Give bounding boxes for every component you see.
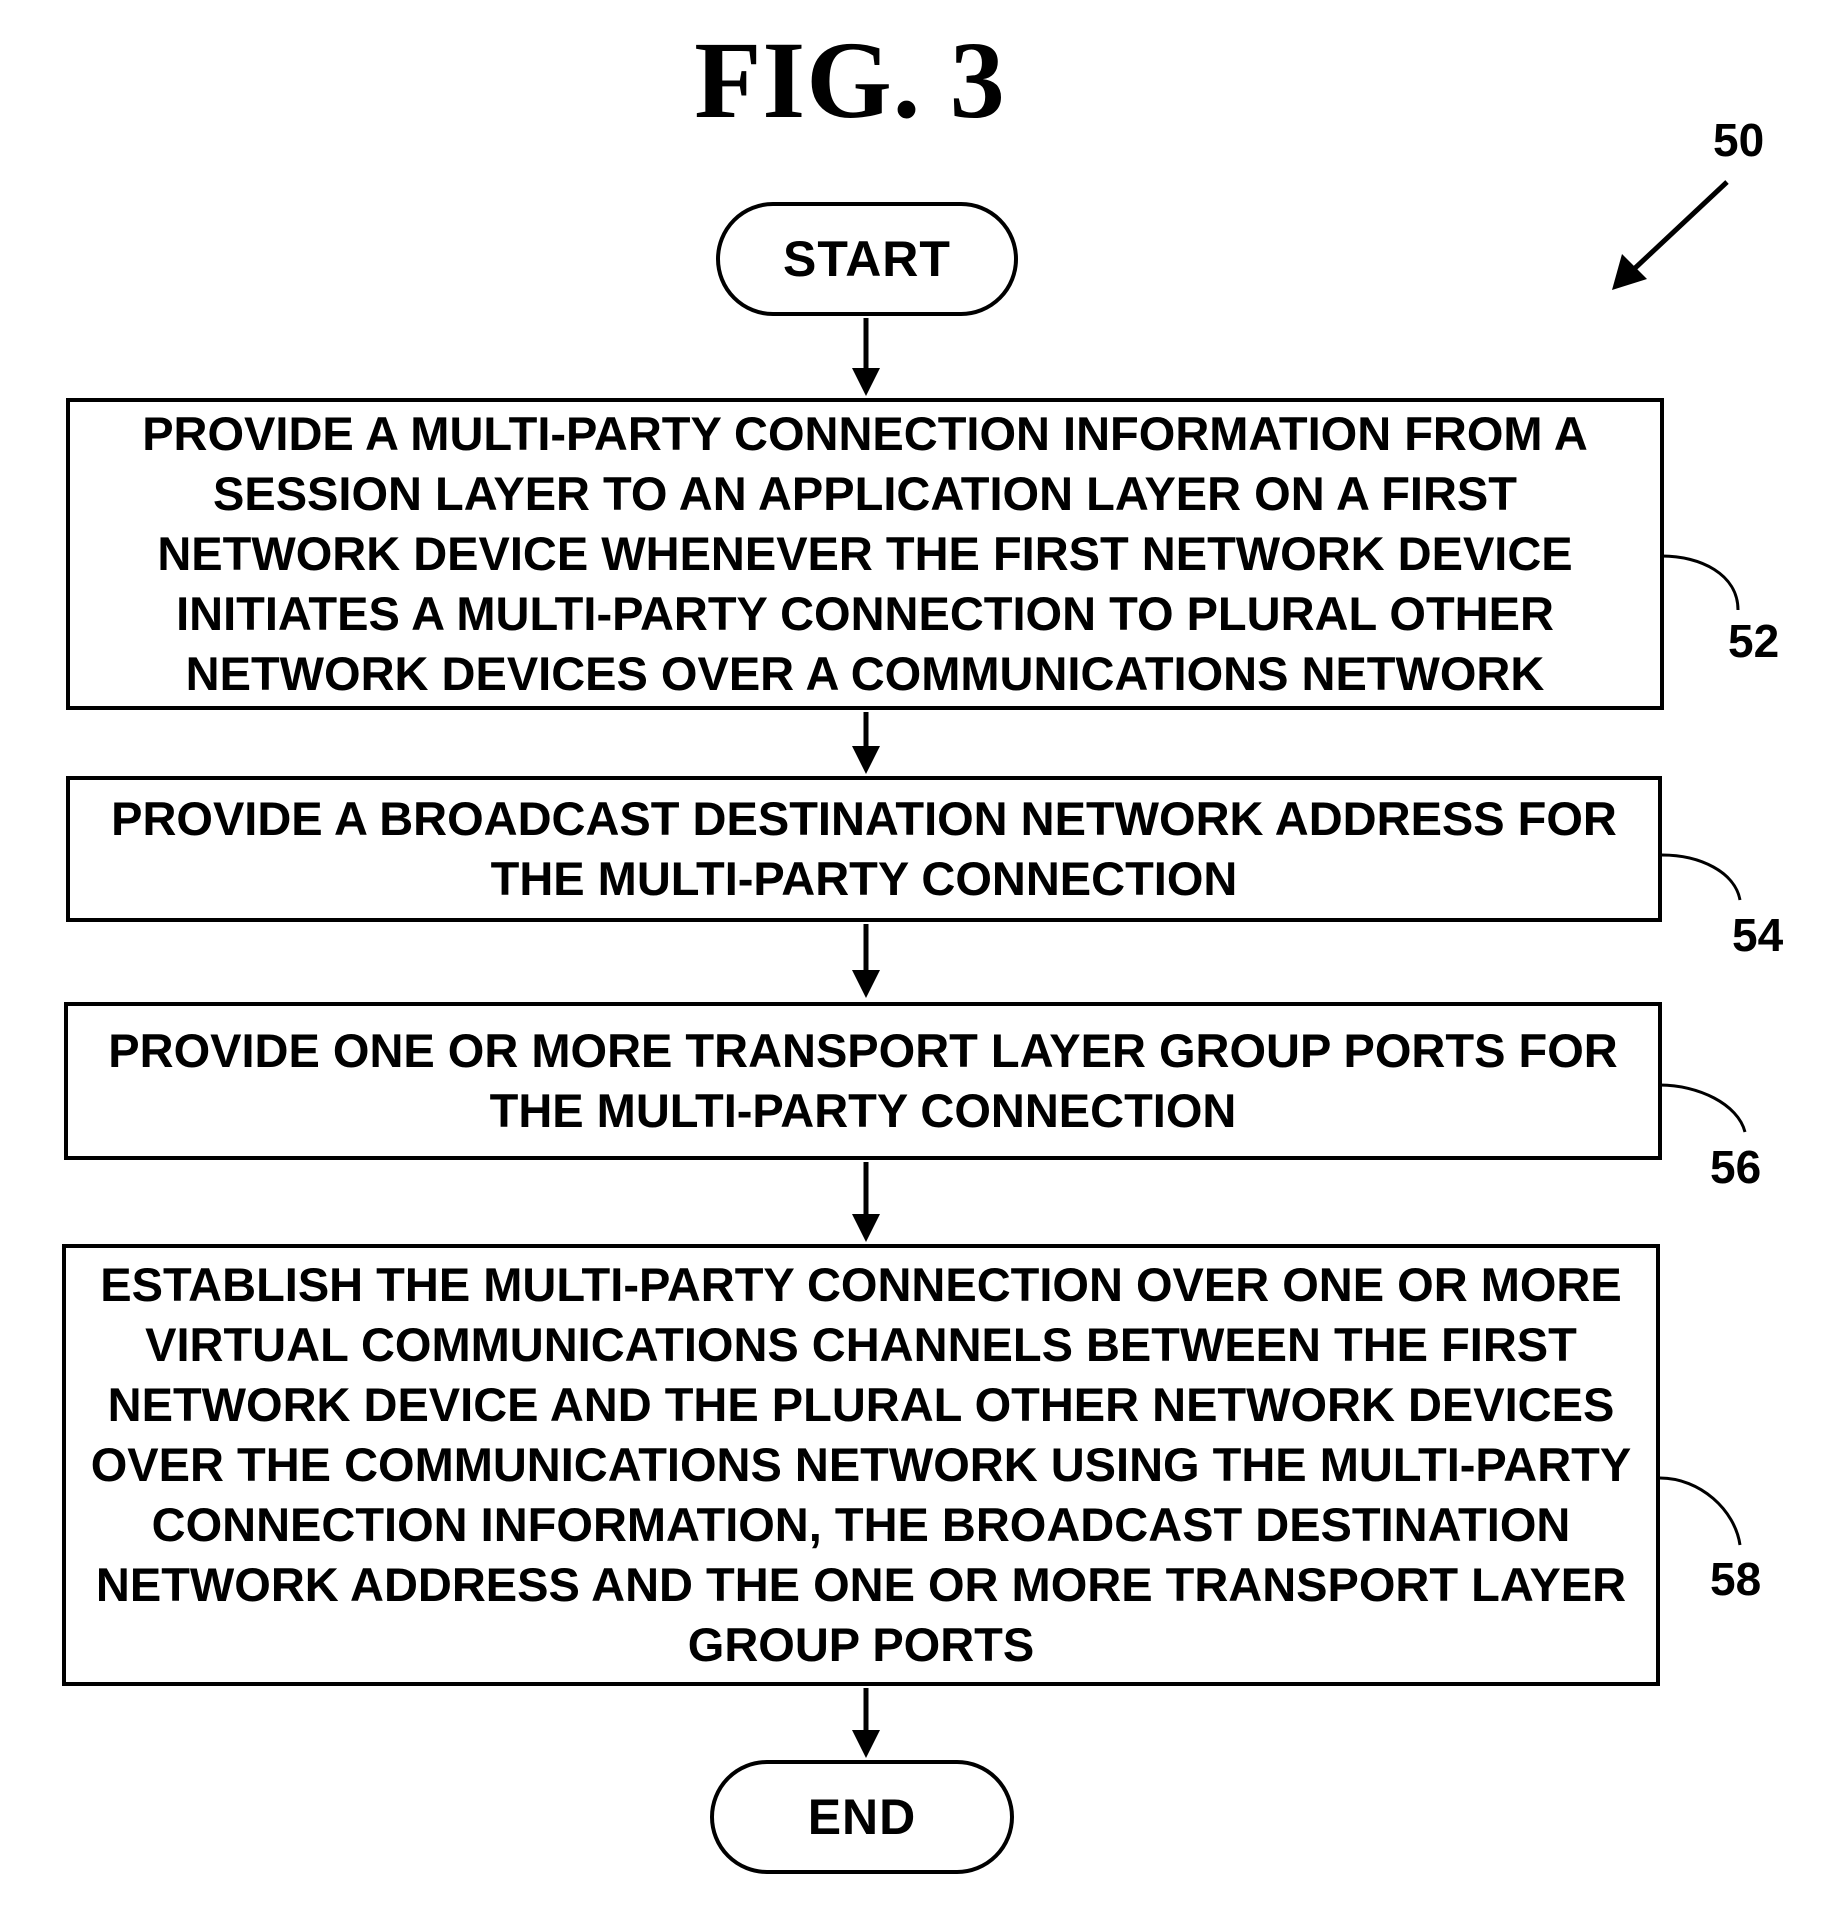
arrow-step-52-to-step-54 [852,712,880,774]
leader-line-52 [1662,556,1738,610]
step-text-56: PROVIDE ONE OR MORE TRANSPORT LAYER GROU… [86,1021,1640,1141]
step-text-52: PROVIDE A MULTI-PARTY CONNECTION INFORMA… [88,404,1642,704]
step-reference-52: 52 [1728,618,1779,664]
leader-line-54 [1662,855,1740,900]
step-box-58: ESTABLISH THE MULTI-PARTY CONNECTION OVE… [62,1244,1660,1686]
step-box-56: PROVIDE ONE OR MORE TRANSPORT LAYER GROU… [64,1002,1662,1160]
arrow-step-56-to-step-58 [852,1162,880,1242]
step-box-54: PROVIDE A BROADCAST DESTINATION NETWORK … [66,776,1662,922]
arrow-start-to-step-52 [852,318,880,396]
step-reference-56: 56 [1710,1144,1761,1190]
arrow-step-58-to-end [852,1688,880,1758]
step-text-58: ESTABLISH THE MULTI-PARTY CONNECTION OVE… [84,1255,1638,1675]
end-terminal: END [710,1760,1014,1874]
leader-line-56 [1660,1085,1745,1132]
start-terminal: START [716,202,1018,316]
arrow-step-54-to-step-56 [852,924,880,998]
step-text-54: PROVIDE A BROADCAST DESTINATION NETWORK … [88,789,1640,909]
step-reference-54: 54 [1732,912,1783,958]
figure-pointer-arrow [1612,182,1727,290]
leader-line-58 [1660,1478,1740,1545]
step-box-52: PROVIDE A MULTI-PARTY CONNECTION INFORMA… [66,398,1664,710]
step-reference-58: 58 [1710,1556,1761,1602]
